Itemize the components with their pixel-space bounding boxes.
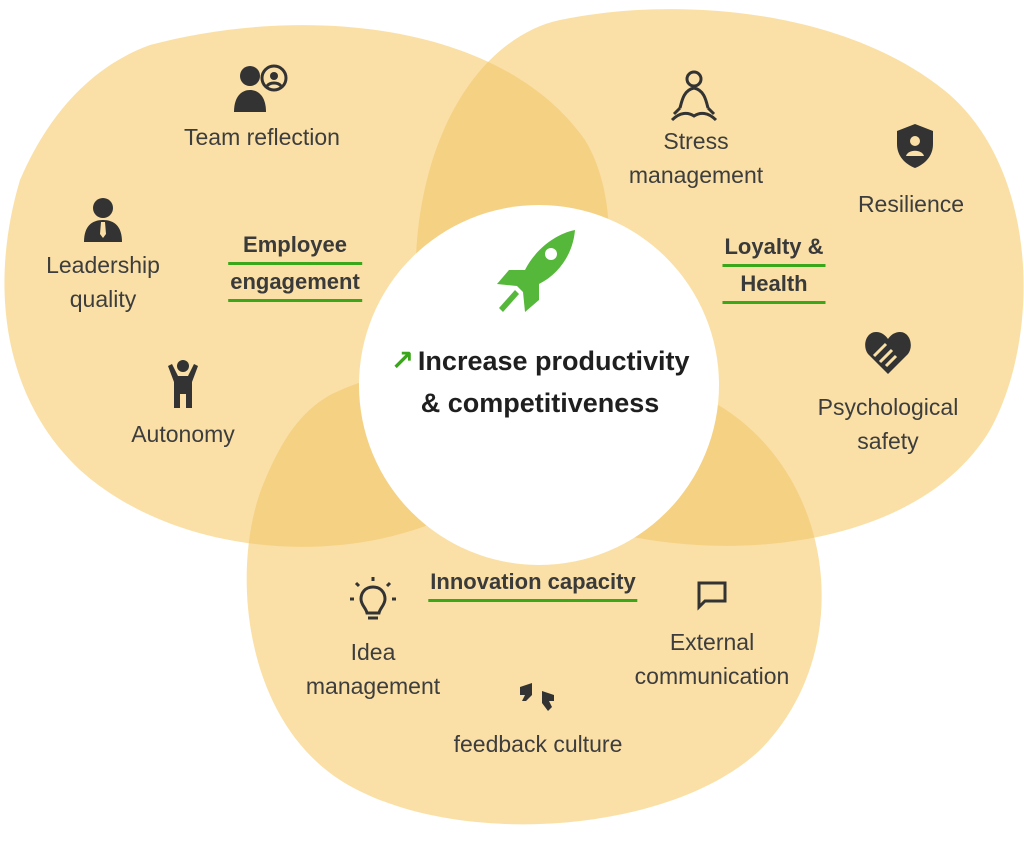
shield-user-icon (897, 124, 933, 168)
item-psychological-safety: Psychological safety (818, 390, 959, 458)
group-title-line-1: Loyalty & (722, 230, 826, 267)
item-label-line-1: External (669, 629, 755, 655)
chat-bubble-icon (697, 581, 727, 611)
item-label: feedback culture (453, 731, 623, 757)
person-arms-up-icon (168, 360, 198, 408)
item-label-line-2: management (628, 162, 764, 188)
item-stress-management: Stress management (629, 124, 763, 192)
meditation-icon (670, 70, 718, 122)
item-label-line-2: safety (857, 428, 919, 454)
center-circle (359, 205, 719, 565)
item-resilience: Resilience (858, 187, 964, 221)
lightbulb-icon (350, 577, 396, 620)
item-label: Autonomy (131, 421, 235, 447)
item-leadership-quality: Leadership quality (46, 248, 160, 316)
center-line-2: & competitiveness (420, 388, 660, 418)
heart-handshake-icon (865, 332, 911, 374)
item-label-line-1: Stress (663, 128, 729, 154)
quote-marks-icon (520, 683, 554, 711)
item-team-reflection: Team reflection (184, 120, 340, 154)
center-title: ↗Increase productivity & competitiveness (390, 340, 689, 424)
item-label-line-1: Psychological (817, 394, 959, 420)
group-title-line-2: Health (722, 267, 826, 304)
center-line-1: Increase productivity (417, 346, 690, 376)
item-external-communication: External communication (635, 625, 790, 693)
group-loyalty-health: Loyalty & Health (722, 230, 826, 304)
item-label: Resilience (857, 191, 965, 217)
rocket-icon (497, 230, 575, 312)
group-title-line-1: Employee (228, 228, 362, 265)
group-employee-engagement: Employee engagement (228, 228, 362, 302)
group-title-line-1: Innovation capacity (428, 565, 638, 602)
team-reflection-icon (234, 64, 288, 112)
item-label-line-2: quality (69, 286, 137, 312)
trend-up-arrow-icon: ↗ (390, 345, 414, 376)
item-label-line-1: Idea (350, 639, 396, 665)
item-label-line-2: communication (634, 663, 790, 689)
group-title-line-2: engagement (228, 265, 362, 302)
item-feedback-culture: feedback culture (454, 727, 623, 761)
item-label: Team reflection (184, 124, 340, 150)
group-innovation-capacity: Innovation capacity (428, 565, 638, 602)
item-label-line-1: Leadership (46, 252, 160, 278)
item-autonomy: Autonomy (131, 417, 235, 451)
item-idea-management: Idea management (306, 635, 440, 703)
item-label-line-2: management (305, 673, 441, 699)
leader-icon (84, 198, 122, 242)
